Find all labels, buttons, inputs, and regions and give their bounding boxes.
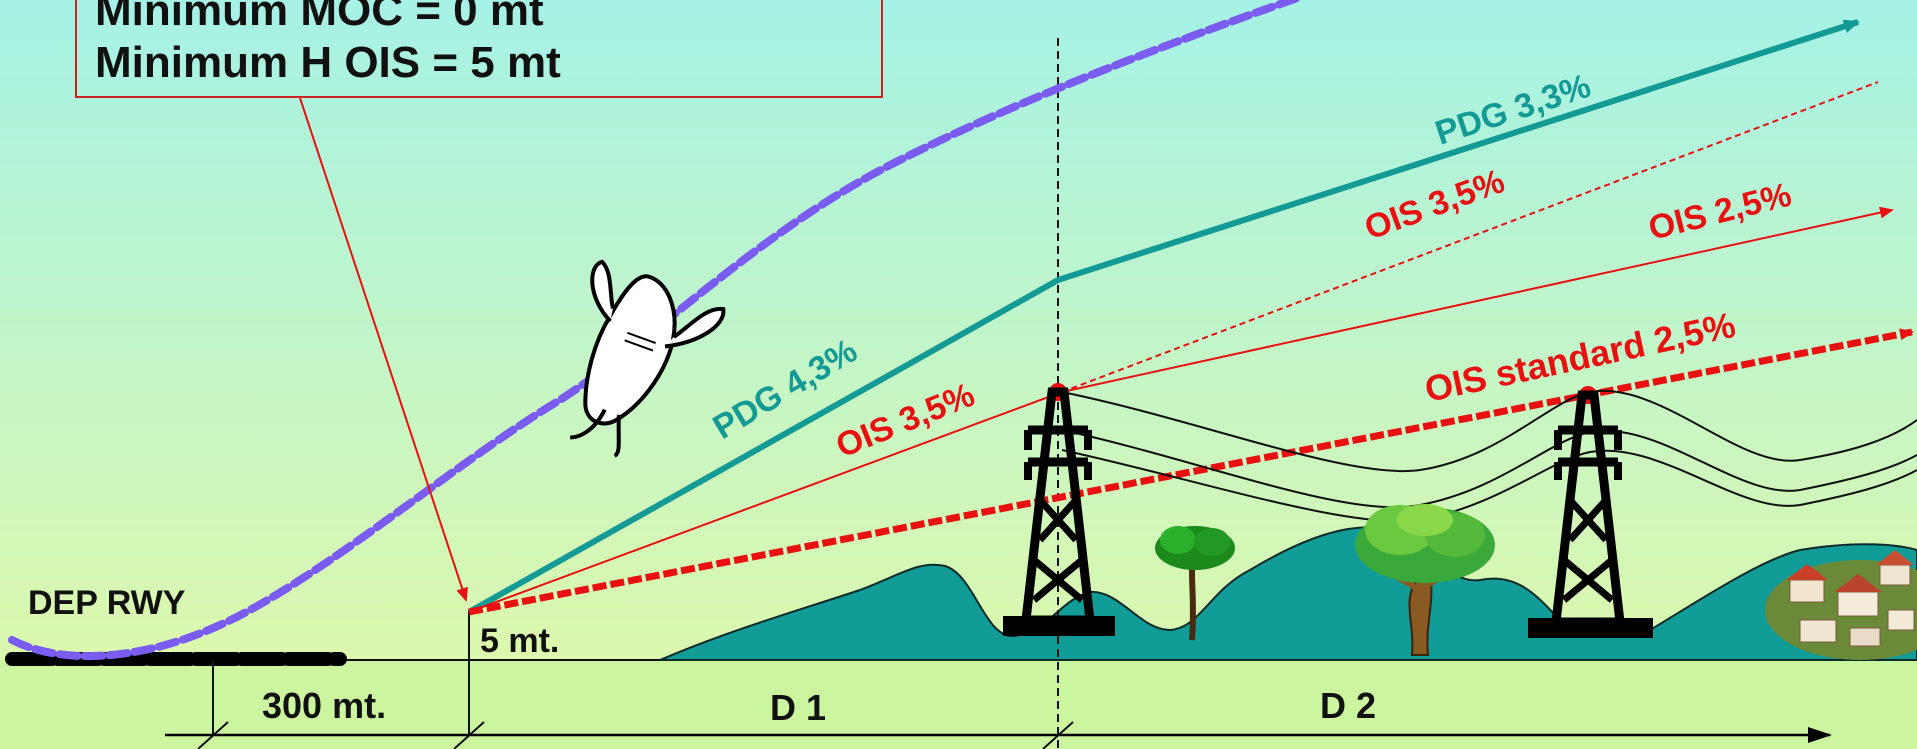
ois-25-line [1061,206,1894,393]
pdg-line [467,19,1860,615]
distance-d1-label: D 1 [770,687,826,728]
ois-35-dotted-line [1061,81,1879,393]
minimum-h-ois-text: Minimum H OIS = 5 mt [95,38,561,87]
minimum-values-box: Minimum MOC = 0 mt Minimum H OIS = 5 mt [75,0,883,98]
tree-icon [1355,504,1495,656]
power-tower-icon [1528,386,1653,638]
airplane-icon [570,259,726,458]
annotation-arrow [299,97,468,602]
minimum-moc-text: Minimum MOC = 0 mt [95,0,544,35]
village-icon [1765,550,1917,660]
ois-standard-line [468,328,1914,616]
sky-background [0,0,1917,660]
ois-35-line [468,391,1063,613]
power-tower-icon [1003,383,1115,636]
tree-icon [1155,526,1235,641]
height-5mt-label: 5 mt. [480,622,559,660]
distance-d2-label: D 2 [1320,685,1376,726]
hills [659,526,1917,661]
runway-label: DEP RWY [28,584,186,622]
distance-300-label: 300 mt. [262,685,386,726]
